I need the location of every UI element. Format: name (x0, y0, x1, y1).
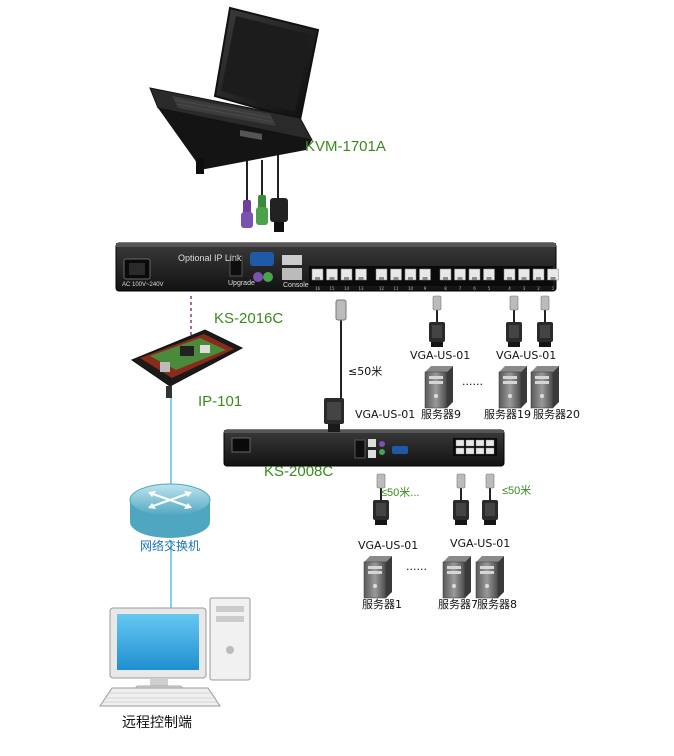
ks2016-port-number: 8 (444, 286, 447, 291)
server-label-8: 服务器8 (477, 598, 517, 611)
ks2008-port (455, 447, 465, 455)
ks2016-port-number: 9 (424, 286, 427, 291)
vga-dongle (482, 473, 498, 525)
vga-dongle (453, 473, 469, 525)
server-tower (363, 556, 392, 599)
ellipsis-bottom: ...... (406, 560, 427, 573)
vga-dongle (373, 473, 389, 525)
server-label-19: 服务器19 (484, 408, 531, 421)
ks2008-device (223, 429, 505, 467)
ks2008-port (465, 439, 475, 447)
ks2016-port-number: 1 (552, 286, 555, 291)
ks2008-port (485, 447, 495, 455)
kvm-console (149, 6, 320, 174)
ks2016-port-number: 3 (523, 286, 526, 291)
ks2008-label: KS-2008C (264, 463, 334, 480)
kvm-label: KVM-1701A (305, 138, 386, 155)
vga-dongle-main (324, 299, 347, 432)
remote-label: 远程控制端 (122, 715, 192, 731)
vga-dongle (506, 295, 522, 347)
ip101-device (130, 329, 244, 398)
ks2016-device: 16 15 14 13 12 11 10 9 8 7 6 5 4 3 2 1 (115, 242, 559, 292)
ks2016-port-number: 16 (315, 286, 321, 291)
ks2016-port-numbers: 16 15 14 13 12 11 10 9 8 7 6 5 4 3 2 1 (315, 286, 555, 291)
panel-console-label: Console (283, 282, 309, 289)
vga-label-main: VGA-US-01 (355, 408, 416, 421)
server-tower (424, 366, 453, 409)
server-tower (442, 556, 471, 599)
servers (363, 366, 559, 599)
server-label-20: 服务器20 (533, 408, 580, 421)
ks2016-port-number: 5 (488, 286, 491, 291)
distance-label-2: ≤50米... (381, 487, 420, 499)
server-tower (530, 366, 559, 409)
ks2016-label: KS-2016C (214, 310, 284, 327)
vga-label-b: VGA-US-01 (496, 349, 557, 362)
ks2016-port-number: 4 (508, 286, 511, 291)
vga-dongle (537, 295, 553, 347)
vga-label-a: VGA-US-01 (410, 349, 471, 362)
ks2016-port-number: 14 (344, 286, 350, 291)
ks2008-port (465, 447, 475, 455)
vga-dongle (429, 295, 445, 347)
ks2016-port-number: 10 (408, 286, 414, 291)
panel-upgrade-label: Upgrade (228, 280, 255, 287)
server-tower (475, 556, 504, 599)
ks2016-port-number: 12 (379, 286, 385, 291)
server-tower (498, 366, 527, 409)
vga-label-d: VGA-US-01 (450, 537, 511, 550)
panel-ac-label: AC 100V~240V (122, 282, 164, 288)
ks2008-ports (455, 439, 495, 455)
distance-label-1: ≤50米 (348, 365, 383, 378)
network-switch (129, 483, 211, 538)
panel-ip-label: Optional IP Link (178, 253, 242, 263)
console-cables (241, 195, 288, 232)
ks2016-port-number: 2 (537, 286, 540, 291)
ks2016-port-number: 13 (358, 286, 364, 291)
ks2016-port-number: 6 (473, 286, 476, 291)
ks2008-port (485, 439, 495, 447)
ks2008-port (455, 439, 465, 447)
ks2016-ports (311, 268, 559, 281)
switch-label: 网络交换机 (140, 539, 201, 553)
vga-dongles (373, 295, 553, 525)
ks2016-port-number: 15 (329, 286, 335, 291)
ks2016-port-number: 11 (393, 286, 399, 291)
remote-pc (99, 597, 251, 707)
ip101-label: IP-101 (198, 393, 243, 410)
ks2016-port-number: 7 (459, 286, 462, 291)
server-label-7: 服务器7 (438, 598, 478, 611)
vga-label-c: VGA-US-01 (358, 539, 419, 552)
distance-label-3: ≤50米 (502, 485, 532, 497)
ks2008-port (475, 439, 485, 447)
ellipsis-top: ...... (462, 375, 483, 388)
ks2008-port (475, 447, 485, 455)
server-label-9: 服务器9 (421, 408, 461, 421)
server-label-1: 服务器1 (362, 598, 402, 611)
